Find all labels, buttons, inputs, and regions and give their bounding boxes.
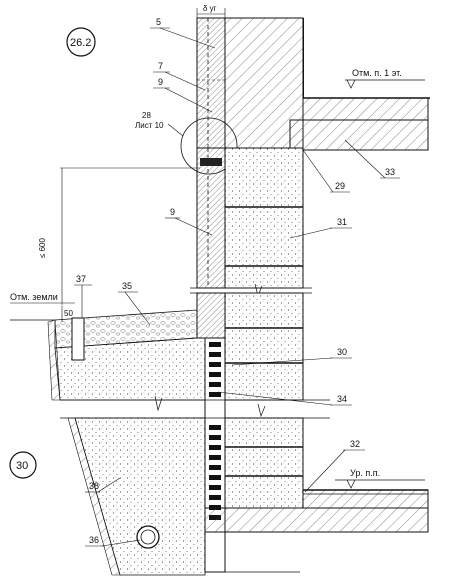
svg-text:7: 7 [158, 61, 163, 71]
level-arrow-first-floor [346, 79, 356, 89]
level-floor: Ур. п.п. [350, 468, 380, 478]
callout-37: 37 [74, 274, 92, 286]
svg-text:5: 5 [156, 17, 161, 27]
peg-37 [71, 317, 85, 361]
insulation-mid [196, 147, 226, 289]
trench-wall-lower [67, 417, 121, 576]
trench-wall-upper [47, 319, 61, 401]
callout-30: 30 [231, 347, 352, 366]
detail-block [200, 158, 222, 166]
callout-9b: 9 [165, 207, 213, 236]
svg-text:26.2: 26.2 [70, 37, 91, 49]
callout-34: 34 [217, 391, 352, 406]
svg-text:35: 35 [122, 281, 132, 291]
callout-29: 29 [302, 149, 350, 193]
callout-5: 5 [150, 17, 216, 49]
callout-32: 32 [304, 439, 365, 493]
svg-text:30: 30 [16, 460, 28, 472]
svg-text:29: 29 [335, 181, 345, 191]
section-mark-30: 30 [9, 451, 37, 479]
dim-600: ≤ 600 [38, 237, 47, 258]
callout-38: 38 [85, 477, 121, 493]
insulation-lower [196, 292, 226, 339]
block-wall-lower-fill [225, 293, 303, 400]
ref-sheet: Лист 10 [135, 121, 164, 130]
svg-text:36: 36 [89, 535, 99, 545]
svg-text:37: 37 [76, 274, 86, 284]
svg-text:34: 34 [337, 394, 347, 404]
svg-text:31: 31 [337, 217, 347, 227]
ref-number: 28 [142, 111, 151, 120]
drain-pipe-inner [140, 529, 156, 545]
break-symbol-left [154, 395, 163, 412]
ref-leader [167, 123, 184, 137]
block-wall-mid-fill [225, 148, 303, 288]
floor-slab [302, 97, 429, 121]
svg-text:32: 32 [350, 439, 360, 449]
block-wall-bottom-fill [225, 418, 303, 508]
dim-50: 50 [64, 309, 73, 318]
slab-33 [289, 119, 429, 151]
svg-text:33: 33 [385, 167, 395, 177]
foundation-slab [204, 507, 429, 533]
callout-35: 35 [118, 281, 151, 326]
svg-text:38: 38 [89, 481, 99, 491]
break-symbol-right [257, 403, 266, 418]
delta-label: δ уг [203, 4, 217, 13]
level-first-floor: Отм. п. 1 эт. [352, 68, 402, 78]
wall-face [303, 18, 304, 98]
callout-7: 7 [153, 61, 206, 91]
brick-courses [209, 342, 221, 520]
level-ground: Отм. земли [10, 292, 58, 302]
view-mark-26-2: 26.2 [66, 27, 96, 57]
foundation-edge [204, 531, 226, 573]
svg-text:9: 9 [170, 207, 175, 217]
callout-36: 36 [85, 535, 141, 547]
level-arrow-floor [346, 479, 356, 489]
svg-text:9: 9 [158, 77, 163, 87]
insulation-upper [196, 17, 226, 149]
callout-31: 31 [289, 217, 352, 239]
callout-9a: 9 [153, 77, 213, 113]
callout-33: 33 [344, 139, 400, 179]
svg-text:30: 30 [337, 347, 347, 357]
floor-slab-32 [302, 489, 429, 509]
